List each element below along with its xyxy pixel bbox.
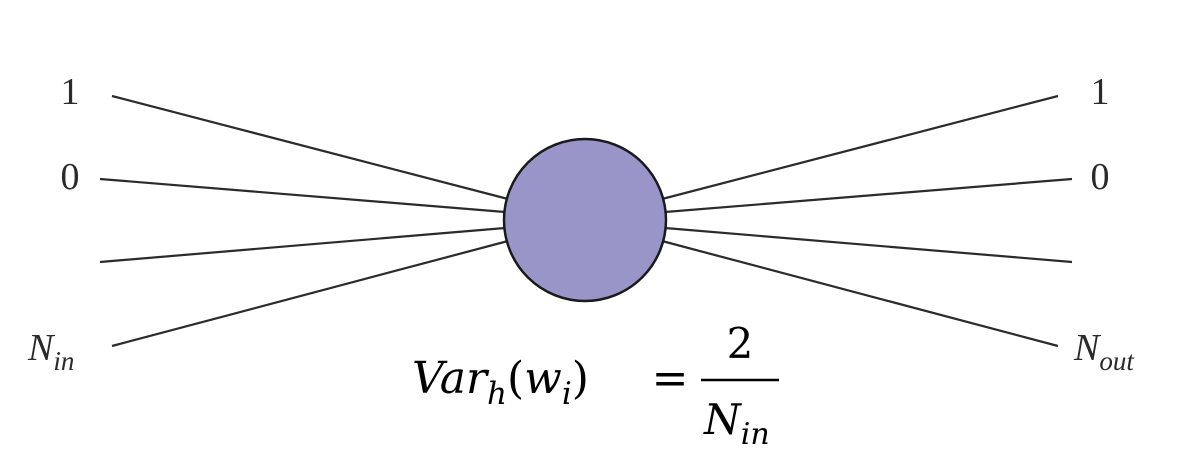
input-edge-n xyxy=(111,239,509,348)
input-label-n-in: Nin xyxy=(27,327,74,376)
output-edge-3 xyxy=(664,226,1073,264)
input-edge-3 xyxy=(99,226,506,264)
input-edge-1 xyxy=(111,94,509,201)
output-edge-2 xyxy=(664,177,1073,214)
output-label-1: 1 xyxy=(1091,71,1110,113)
input-edge-2 xyxy=(99,177,506,214)
formula-numerator: 2 xyxy=(727,319,754,368)
output-edge-1 xyxy=(661,94,1059,201)
formula-equals: = xyxy=(652,353,689,404)
output-edge-n xyxy=(661,239,1059,348)
variance-formula: Varh(wi) = 2 Nin xyxy=(412,319,779,452)
output-label-0: 0 xyxy=(1091,156,1110,198)
neuron-node xyxy=(502,137,668,303)
formula-lhs: Varh(wi) xyxy=(412,353,589,412)
formula-denominator: Nin xyxy=(703,395,770,452)
input-label-0: 0 xyxy=(61,156,80,198)
output-label-n-out: Nout xyxy=(1073,327,1135,376)
input-label-1: 1 xyxy=(61,71,80,113)
